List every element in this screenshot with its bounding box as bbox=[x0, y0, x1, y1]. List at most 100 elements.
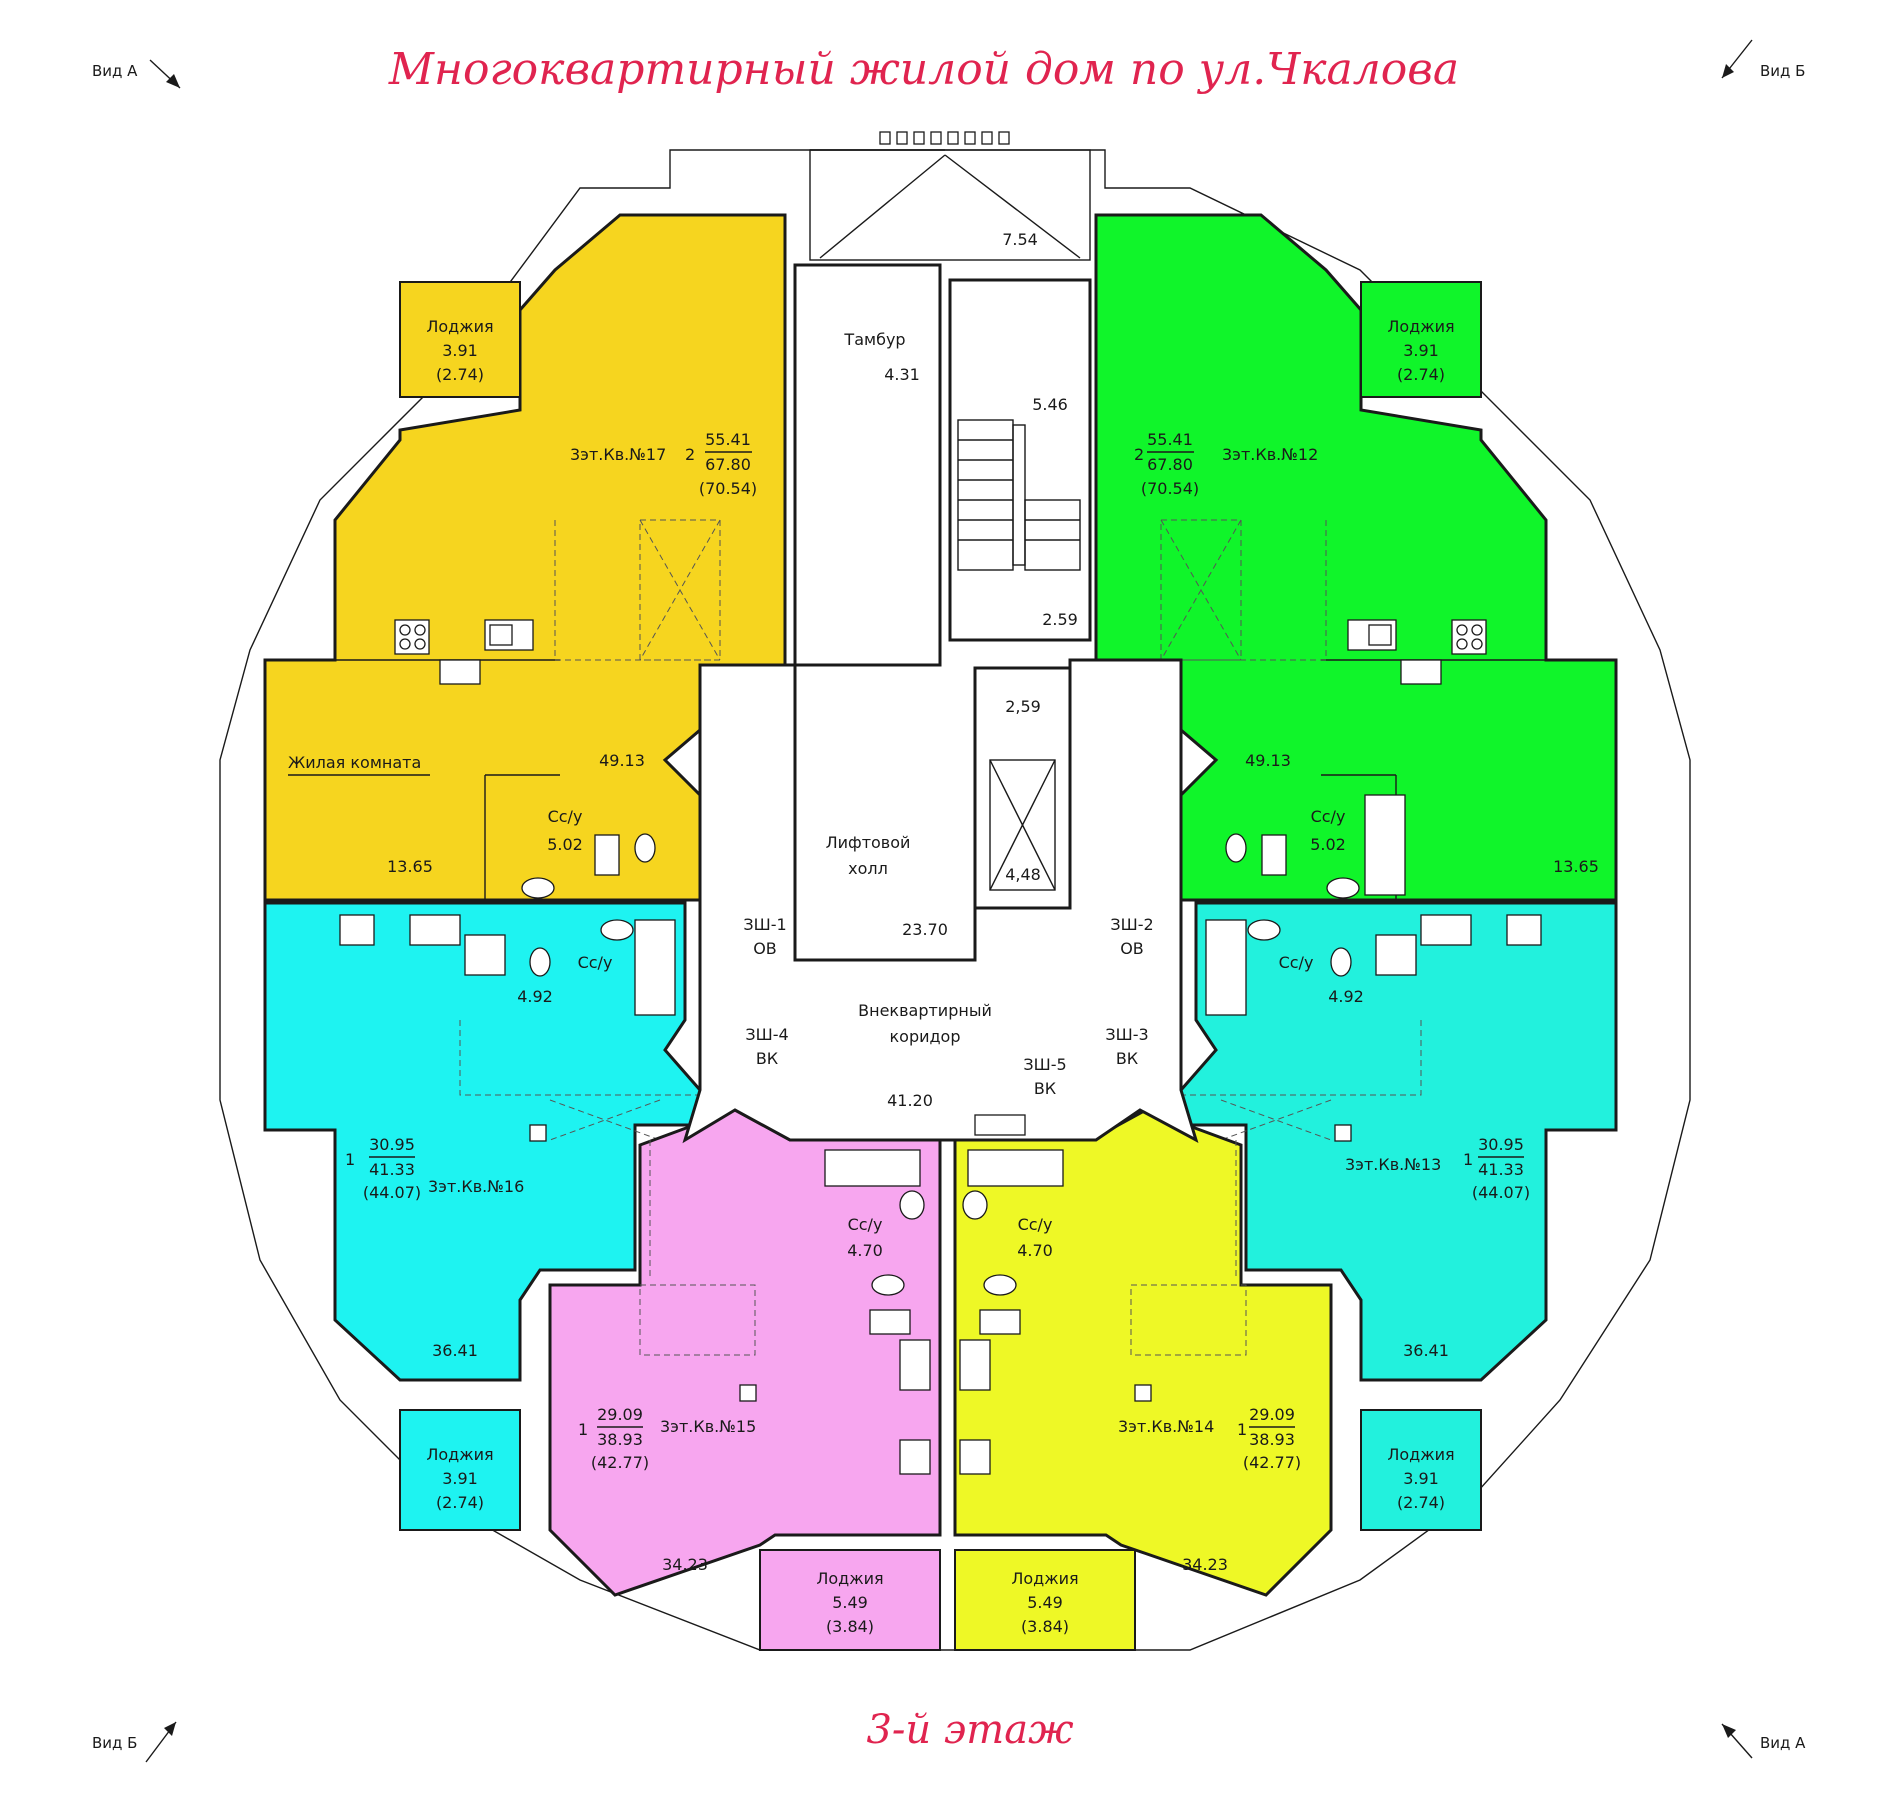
apt15-bath-area: 4.70 bbox=[847, 1241, 883, 1260]
apt13-bath-area: 4.92 bbox=[1328, 987, 1364, 1006]
lift-hall-name-1: Лифтовой bbox=[826, 833, 911, 852]
apt13-room-area: 36.41 bbox=[1403, 1341, 1449, 1360]
bathtub-icon bbox=[1364, 794, 1406, 896]
stove-icon bbox=[339, 914, 375, 946]
stair-area: 5.46 bbox=[1032, 395, 1068, 414]
apt17-rooms: 2 bbox=[685, 445, 695, 464]
apartment-16: Сс/у 4.92 1 30.95 41.33 (44.07) 3эт.Кв.№… bbox=[263, 901, 702, 1531]
apt16-loggia-area bbox=[399, 1409, 521, 1531]
bathtub-icon bbox=[1205, 919, 1247, 1016]
apt14-loggia-name: Лоджия bbox=[1011, 1569, 1078, 1588]
apt13-loggia-area-value: 3.91 bbox=[1403, 1469, 1439, 1488]
shaft-4-type: ВК bbox=[756, 1049, 779, 1068]
view-marker-bottom-right: Вид А bbox=[1721, 1723, 1806, 1759]
apartment-16-area bbox=[263, 901, 702, 1382]
view-label: Вид А bbox=[1760, 1734, 1806, 1752]
view-marker-top-left: Вид А bbox=[92, 59, 181, 89]
apt12-room-area: 13.65 bbox=[1553, 857, 1599, 876]
apt12-bath-name: Сс/у bbox=[1311, 807, 1346, 826]
apt13-loggia-area bbox=[1360, 1409, 1482, 1531]
view-label: Вид Б bbox=[1760, 62, 1805, 80]
apt12-rooms: 2 bbox=[1134, 445, 1144, 464]
corridor-area bbox=[682, 658, 1199, 1144]
view-marker-bottom-left: Вид Б bbox=[92, 1721, 177, 1763]
tambur-name: Тамбур bbox=[843, 330, 905, 349]
shaft-1-code: ЗШ-1 bbox=[743, 915, 786, 934]
apt14-loggia-area bbox=[954, 1549, 1136, 1651]
washer-icon bbox=[464, 934, 506, 976]
apt15-loggia-reduced: (3.84) bbox=[826, 1617, 874, 1636]
shaft-5-box bbox=[974, 1114, 1026, 1136]
tambur-room bbox=[793, 263, 942, 667]
apt13-total-loggia: (44.07) bbox=[1472, 1183, 1530, 1202]
apt16-loggia-name: Лоджия bbox=[426, 1445, 493, 1464]
apt16-loggia-area-value: 3.91 bbox=[442, 1469, 478, 1488]
apt15-loggia-area-value: 5.49 bbox=[832, 1593, 868, 1612]
washbasin-icon bbox=[962, 1190, 988, 1220]
apt17-room-area: 13.65 bbox=[387, 857, 433, 876]
washer-icon bbox=[1400, 659, 1442, 685]
shaft-3-code: ЗШ-3 bbox=[1105, 1025, 1148, 1044]
apt14-rooms: 1 bbox=[1237, 1420, 1247, 1439]
apartment-12: Лоджия 3.91 (2.74) 3эт.Кв.№12 2 55.41 67… bbox=[1094, 213, 1618, 902]
washer-icon bbox=[439, 659, 481, 685]
tambur-area: 4.31 bbox=[884, 365, 920, 384]
corridor-name-2: коридор bbox=[889, 1027, 960, 1046]
apartment-15: Сс/у 4.70 1 29.09 38.93 (42.77) 3эт.Кв.№… bbox=[548, 1108, 942, 1651]
stair-steps bbox=[957, 419, 1081, 571]
apt16-loggia-reduced: (2.74) bbox=[436, 1493, 484, 1512]
stove-icon bbox=[1506, 914, 1542, 946]
toilet-icon bbox=[983, 1274, 1017, 1296]
lift-hall-area: 23.70 bbox=[902, 920, 948, 939]
stove-icon bbox=[899, 1439, 931, 1475]
apt14-bath-area: 4.70 bbox=[1017, 1241, 1053, 1260]
shaft-4-code: ЗШ-4 bbox=[745, 1025, 788, 1044]
apt15-total: 38.93 bbox=[597, 1430, 643, 1449]
stove-icon bbox=[959, 1439, 991, 1475]
apt15-loggia-area bbox=[759, 1549, 941, 1651]
apt12-loggia-reduced: (2.74) bbox=[1397, 365, 1445, 384]
washer-icon bbox=[869, 1309, 911, 1335]
entry-area: 7.54 bbox=[1002, 230, 1038, 249]
stair-landing-area: 2.59 bbox=[1042, 610, 1078, 629]
apt16-total-loggia: (44.07) bbox=[363, 1183, 421, 1202]
apartment-17: Лоджия 3.91 (2.74) 3эт.Кв.№17 2 55.41 67… bbox=[263, 213, 787, 902]
stove-icon bbox=[394, 619, 430, 655]
apt15-bath-name: Сс/у bbox=[848, 1215, 883, 1234]
apartment-13: Сс/у 4.92 3эт.Кв.№13 1 30.95 41.33 (44.0… bbox=[1179, 901, 1618, 1531]
apt13-living: 30.95 bbox=[1478, 1135, 1524, 1154]
apt16-bath-name: Сс/у bbox=[578, 953, 613, 972]
apt13-bath-name: Сс/у bbox=[1279, 953, 1314, 972]
view-label: Вид Б bbox=[92, 1734, 137, 1752]
corridor-area-value: 41.20 bbox=[887, 1091, 933, 1110]
view-marker-top-right: Вид Б bbox=[1721, 39, 1805, 80]
apartment-14: Сс/у 4.70 3эт.Кв.№14 1 29.09 38.93 (42.7… bbox=[953, 1108, 1333, 1651]
sink-icon bbox=[409, 914, 461, 946]
apt17-room-label: Жилая комната bbox=[288, 753, 421, 772]
washbasin-icon bbox=[899, 1190, 925, 1220]
toilet-icon bbox=[634, 833, 656, 863]
sink-icon bbox=[899, 1339, 931, 1391]
apt12-bath-area: 5.02 bbox=[1310, 835, 1346, 854]
apt12-loggia-name: Лоджия bbox=[1387, 317, 1454, 336]
apt17-total: 67.80 bbox=[705, 455, 751, 474]
apt15-room-area: 34.23 bbox=[662, 1555, 708, 1574]
apt16-living: 30.95 bbox=[369, 1135, 415, 1154]
building-outline bbox=[219, 149, 1691, 1651]
bathtub-icon bbox=[824, 1149, 921, 1187]
apt14-room-area: 34.23 bbox=[1182, 1555, 1228, 1574]
bathtub-icon bbox=[634, 919, 676, 1016]
apt13-name: 3эт.Кв.№13 bbox=[1345, 1155, 1441, 1174]
bathtub-icon bbox=[967, 1149, 1064, 1187]
apt17-kitchen-area: 49.13 bbox=[599, 751, 645, 770]
lift-hall-name-2: холл bbox=[848, 859, 888, 878]
common-areas: Тамбур 4.31 7.54 5.46 2.59 2,59 4,48 Лиф… bbox=[682, 131, 1199, 1144]
apt17-bath-name: Сс/у bbox=[548, 807, 583, 826]
apt14-total: 38.93 bbox=[1249, 1430, 1295, 1449]
shaft-3-type: ВК bbox=[1116, 1049, 1139, 1068]
sink-icon bbox=[1420, 914, 1472, 946]
apt12-kitchen-area: 49.13 bbox=[1245, 751, 1291, 770]
apt17-bath-area: 5.02 bbox=[547, 835, 583, 854]
washer-icon bbox=[1375, 934, 1417, 976]
